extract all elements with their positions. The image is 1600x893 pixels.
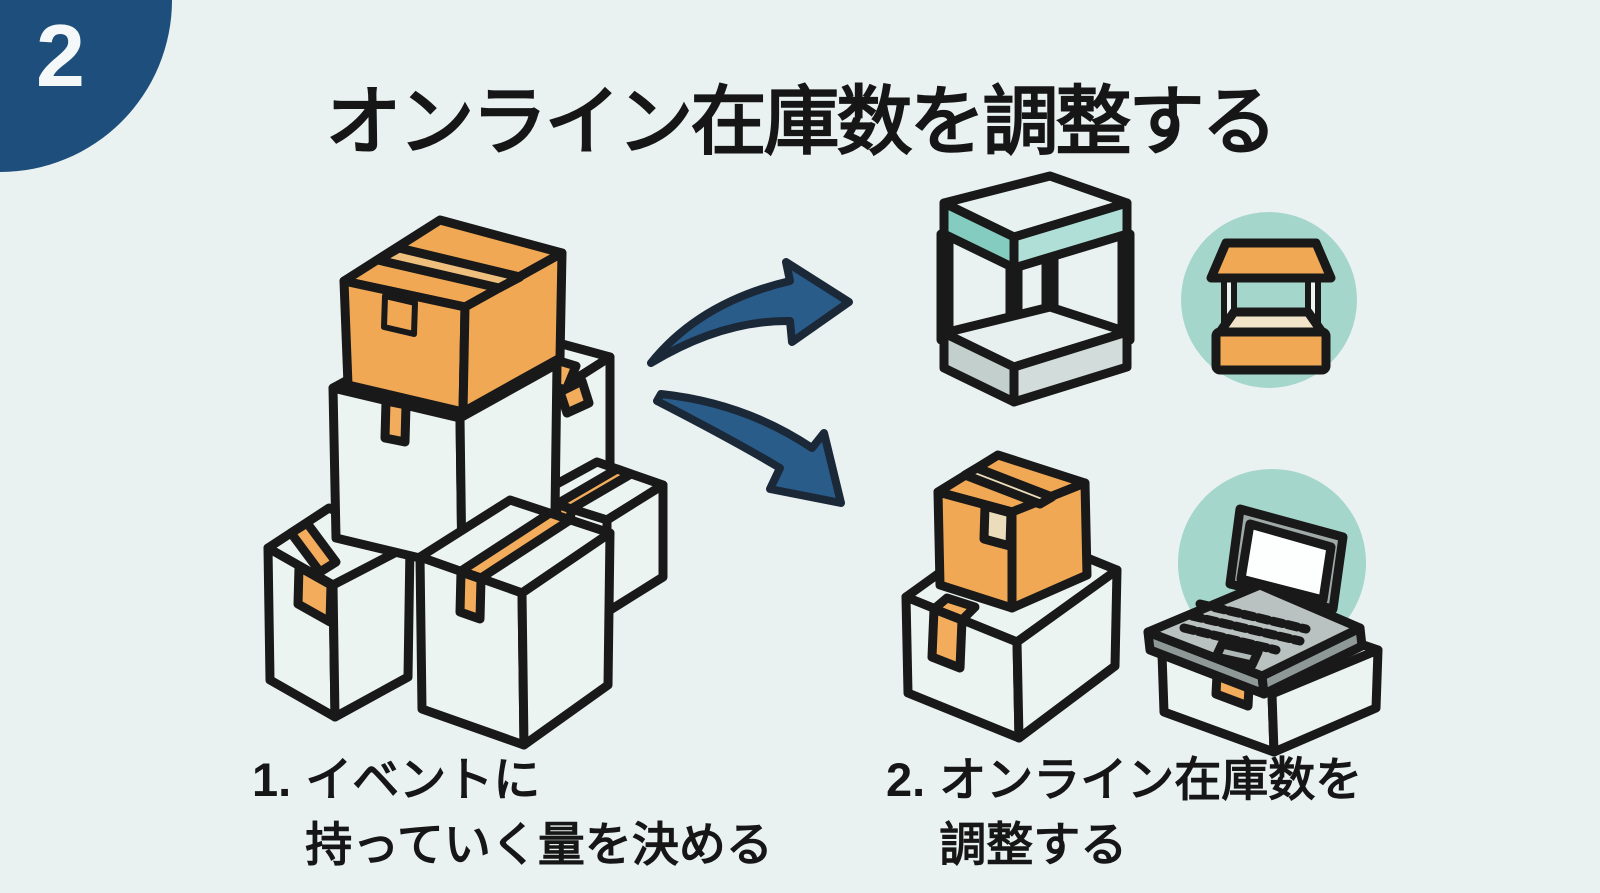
white-box xyxy=(415,495,615,750)
caption-1-line-1: イベントに xyxy=(305,753,541,806)
box-on-box-icon xyxy=(901,450,1122,743)
display-booth-icon xyxy=(936,171,1135,407)
step-number: 2 xyxy=(36,6,85,105)
caption-step-2: 2. オンライン在庫数を 調整する xyxy=(886,748,1362,878)
caption-step-1: 1. イベントに 持っていく量を決める xyxy=(252,748,773,878)
caption-1-text: イベントに 持っていく量を決める xyxy=(305,748,773,878)
caption-2-text: オンライン在庫数を 調整する xyxy=(939,748,1362,878)
caption-1-number: 1. xyxy=(252,753,292,806)
page-title: オンライン在庫数を調整する xyxy=(325,80,1278,165)
box-stack-icon xyxy=(263,215,668,750)
laptop-on-box-icon xyxy=(1143,469,1383,757)
curved-arrow-right-up-icon xyxy=(647,258,853,367)
caption-1-line-2: 持っていく量を決める xyxy=(305,817,773,871)
curved-arrow-right-down-icon xyxy=(653,390,845,507)
caption-2-number: 2. xyxy=(886,753,926,806)
market-stall-icon xyxy=(1181,212,1357,388)
orange-box xyxy=(339,215,567,417)
caption-2-line-1: オンライン在庫数を xyxy=(939,753,1363,806)
caption-2-line-2: 調整する xyxy=(939,817,1128,871)
orange-box xyxy=(933,450,1092,613)
white-box xyxy=(263,503,415,722)
laptop-icon xyxy=(1143,504,1367,699)
